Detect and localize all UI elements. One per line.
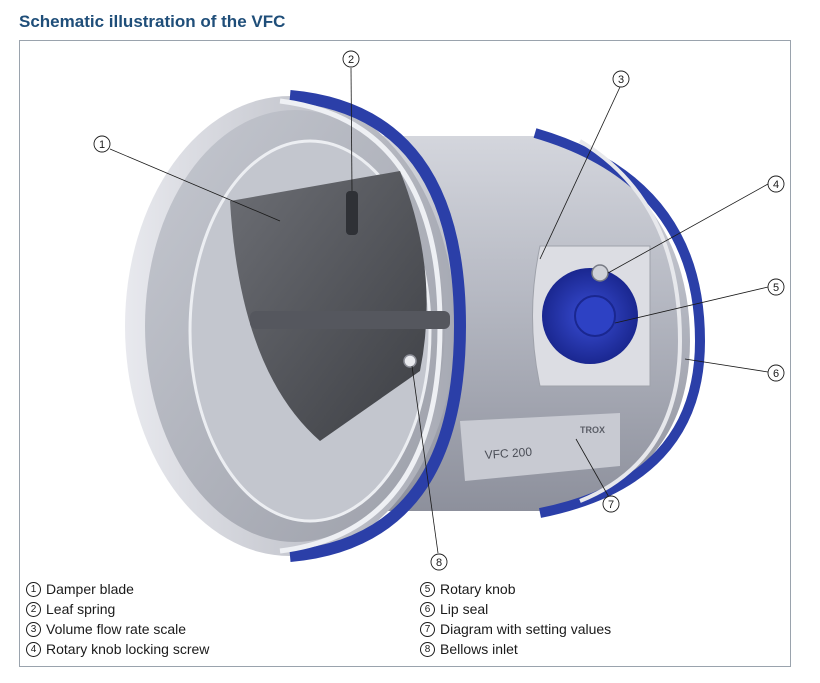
legend-number: 7 bbox=[420, 621, 435, 637]
vfc-drawing: TROX VFC 200 1 2 3 4 bbox=[93, 50, 785, 571]
legend-text: Leaf spring bbox=[46, 601, 116, 617]
svg-text:1: 1 bbox=[99, 139, 105, 151]
legend-number: 5 bbox=[420, 581, 435, 597]
legend-item: 7 Diagram with setting values bbox=[420, 619, 611, 639]
legend-item: 6 Lip seal bbox=[420, 599, 611, 619]
bellows-inlet bbox=[403, 354, 417, 368]
legend-item: 8 Bellows inlet bbox=[420, 639, 611, 659]
legend-text: Bellows inlet bbox=[440, 641, 518, 657]
leaf-spring bbox=[346, 191, 358, 235]
diagram-frame: TROX VFC 200 1 2 3 4 bbox=[19, 40, 791, 667]
brand-label: TROX bbox=[580, 425, 605, 435]
svg-text:2: 2 bbox=[348, 54, 354, 66]
legend-text: Diagram with setting values bbox=[440, 621, 612, 637]
legend-text: Rotary knob locking screw bbox=[46, 641, 210, 657]
model-label: VFC 200 bbox=[484, 445, 533, 462]
legend-number: 6 bbox=[420, 601, 435, 617]
svg-text:3: 3 bbox=[618, 74, 624, 86]
legend-number: 1 bbox=[26, 581, 41, 597]
locking-screw bbox=[591, 264, 609, 282]
legend-number: 2 bbox=[26, 601, 41, 617]
legend-text: Rotary knob bbox=[440, 581, 516, 597]
callout-7: 7 bbox=[602, 495, 620, 513]
legend-column-right: 5 Rotary knob 6 Lip seal 7 Diagram with … bbox=[420, 579, 611, 659]
callout-5: 5 bbox=[767, 278, 785, 296]
legend-item: 1 Damper blade bbox=[26, 579, 209, 599]
callout-3: 3 bbox=[612, 70, 630, 88]
svg-text:4: 4 bbox=[773, 179, 779, 191]
svg-text:7: 7 bbox=[608, 499, 614, 511]
legend-text: Damper blade bbox=[46, 581, 134, 597]
legend-item: 5 Rotary knob bbox=[420, 579, 611, 599]
callout-8: 8 bbox=[430, 553, 448, 571]
damper-blade bbox=[230, 171, 427, 441]
svg-text:6: 6 bbox=[773, 368, 779, 380]
legend-item: 4 Rotary knob locking screw bbox=[26, 639, 209, 659]
legend-item: 2 Leaf spring bbox=[26, 599, 209, 619]
legend-text: Lip seal bbox=[440, 601, 489, 617]
leader-lines bbox=[109, 67, 769, 554]
legend-item: 3 Volume flow rate scale bbox=[26, 619, 209, 639]
legend-text: Volume flow rate scale bbox=[46, 621, 187, 637]
legend-number: 3 bbox=[26, 621, 41, 637]
legend-number: 4 bbox=[26, 641, 41, 657]
setting-diagram bbox=[460, 413, 620, 481]
damper-shaft bbox=[250, 311, 450, 329]
legend: 1 Damper blade 2 Leaf spring 3 Volume fl… bbox=[26, 579, 786, 661]
legend-number: 8 bbox=[420, 641, 435, 657]
callout-4: 4 bbox=[767, 175, 785, 193]
legend-column-left: 1 Damper blade 2 Leaf spring 3 Volume fl… bbox=[26, 579, 209, 659]
callout-1: 1 bbox=[93, 135, 111, 153]
callout-2: 2 bbox=[342, 50, 360, 68]
callout-6: 6 bbox=[767, 364, 785, 382]
front-seal bbox=[289, 90, 467, 562]
svg-text:5: 5 bbox=[773, 282, 779, 294]
svg-text:8: 8 bbox=[436, 557, 442, 569]
diagram-title: Schematic illustration of the VFC bbox=[19, 12, 286, 31]
